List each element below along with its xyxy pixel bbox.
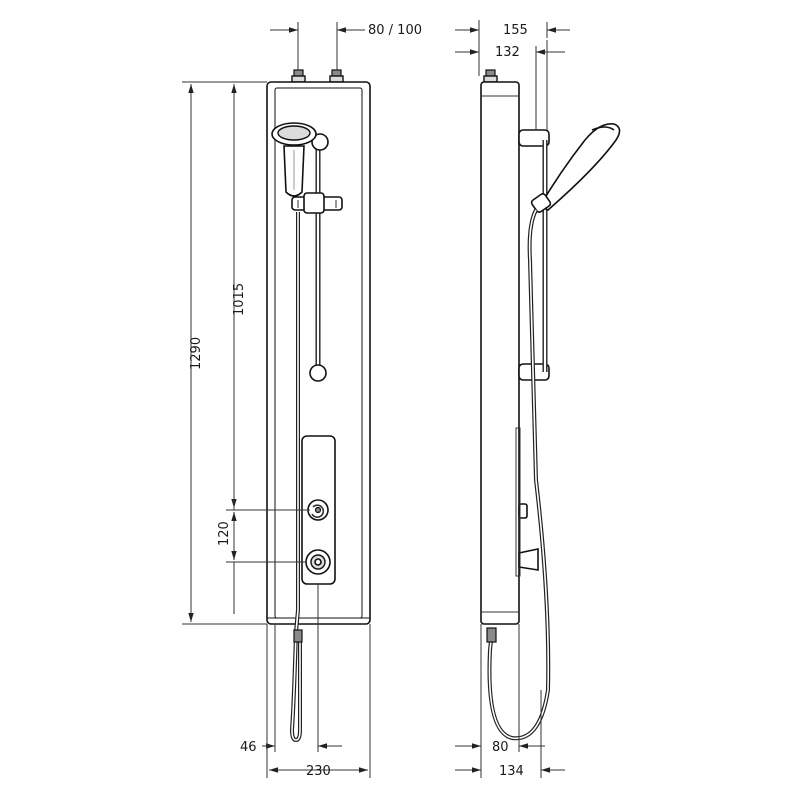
dimension-lines bbox=[182, 20, 570, 778]
dim-label-rail-height: 1015 bbox=[232, 283, 247, 316]
front-thermostat-knob bbox=[305, 549, 331, 575]
dim-label-panel-height: 1290 bbox=[189, 337, 204, 370]
dim-label-top-spacing: 80 / 100 bbox=[368, 23, 422, 38]
side-hose-connector bbox=[486, 627, 497, 643]
side-top-inlet bbox=[483, 69, 498, 83]
front-top-inlet-right bbox=[329, 69, 344, 83]
front-rail-top-bracket bbox=[311, 133, 329, 151]
dim-label-total-depth: 155 bbox=[503, 23, 528, 38]
front-top-inlet-left bbox=[291, 69, 306, 83]
front-hand-shower bbox=[271, 122, 317, 197]
side-rail-top-bracket bbox=[518, 129, 550, 147]
front-rail-bottom-bracket bbox=[309, 364, 327, 382]
dim-label-hose-offset-front: 46 bbox=[240, 740, 257, 755]
dim-label-base-depth: 134 bbox=[499, 764, 524, 779]
side-thermostat-knob bbox=[518, 548, 539, 571]
front-slider-holder bbox=[291, 192, 343, 214]
side-diverter-knob bbox=[518, 503, 528, 519]
dim-label-panel-width: 230 bbox=[306, 764, 331, 779]
front-diverter-knob bbox=[307, 499, 329, 521]
dimension-labels: 80 / 100 155 132 1290 1015 120 46 230 80… bbox=[189, 23, 528, 779]
dim-label-panel-depth: 132 bbox=[495, 45, 520, 60]
side-hand-shower bbox=[530, 123, 621, 213]
side-panel-body bbox=[480, 81, 520, 625]
side-view bbox=[480, 69, 621, 741]
dim-label-hose-offset-side: 80 bbox=[492, 740, 509, 755]
dim-label-control-spacing: 120 bbox=[217, 521, 232, 546]
front-view bbox=[266, 69, 371, 743]
front-hose-connector bbox=[293, 629, 303, 643]
